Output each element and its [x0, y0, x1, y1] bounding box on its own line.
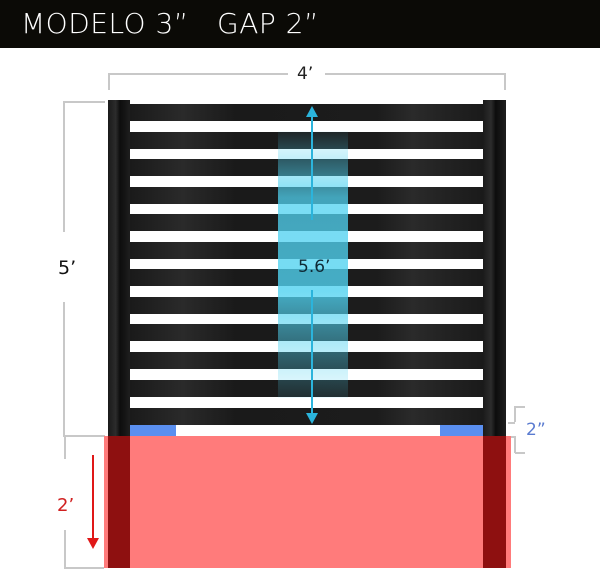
gap-bracket-top — [515, 406, 525, 408]
burial-dim-line-top — [64, 437, 66, 459]
width-dim-line-right — [325, 73, 506, 75]
burial-dim-tick-bottom — [64, 567, 104, 569]
height-dim-line-bottom — [63, 302, 65, 436]
burial-depth-label: 2’ — [57, 495, 75, 516]
height-dim-tick-top — [63, 101, 105, 103]
height-dim-line-top — [63, 101, 65, 232]
arrow-down-icon — [306, 413, 318, 424]
gap-bracket-top-tick — [508, 422, 515, 424]
slat-span-label: 5.6’ — [298, 257, 331, 277]
gap-bracket-top-vert — [514, 406, 516, 422]
gap-bracket-bottom-vert — [514, 436, 516, 453]
header-bar: MODELO 3” GAP 2” — [0, 0, 600, 48]
gap-bracket-bottom-tick — [508, 436, 515, 438]
ground-gap-label: 2” — [526, 420, 546, 440]
height-dim-tick-bottom — [63, 435, 105, 437]
page-title: MODELO 3” GAP 2” — [21, 7, 319, 40]
width-dim-tick-left — [108, 73, 110, 90]
post-right-underground — [483, 436, 506, 568]
gap-bracket-bottom — [515, 452, 525, 454]
burial-dim-line-bottom — [64, 530, 66, 568]
arrow-down-icon — [87, 538, 99, 549]
ground-gap-block-right — [440, 425, 483, 436]
width-dim-tick-right — [504, 73, 506, 90]
width-dim-line-left — [108, 73, 288, 75]
ground-gap-block-left — [130, 425, 176, 436]
burial-arrow-line — [92, 455, 94, 539]
width-label: 4’ — [297, 64, 314, 84]
span-arrow-line-top — [311, 114, 313, 220]
arrow-up-icon — [306, 106, 318, 117]
height-label: 5’ — [58, 257, 77, 279]
underground-area — [104, 436, 511, 568]
span-arrow-line-bottom — [311, 290, 313, 414]
post-right — [483, 100, 506, 436]
post-left — [108, 100, 130, 436]
slat-span-highlight — [278, 131, 348, 398]
post-left-underground — [108, 436, 130, 568]
